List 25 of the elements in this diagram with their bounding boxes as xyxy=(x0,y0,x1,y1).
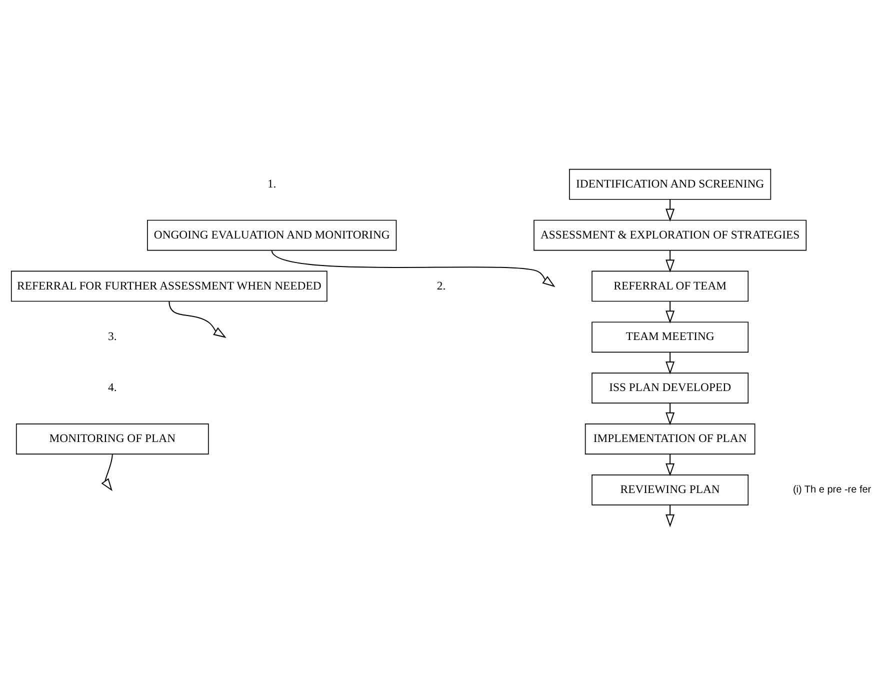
node-box: ONGOING EVALUATION AND MONITORING xyxy=(147,219,397,250)
arrow xyxy=(666,198,675,222)
node-box: ISS PLAN DEVELOPED xyxy=(592,372,749,404)
arrow xyxy=(666,402,675,425)
node-box: REFERRAL OF TEAM xyxy=(592,270,749,302)
label: 3. xyxy=(108,330,117,343)
label: 1. xyxy=(267,176,276,190)
node-box: IDENTIFICATION AND SCREENING xyxy=(569,168,772,200)
arrow xyxy=(271,249,556,287)
arrow xyxy=(168,300,226,338)
node-box: REFERRAL FOR FURTHER ASSESSMENT WHEN NEEDED xyxy=(10,270,328,302)
arrow xyxy=(666,300,675,323)
label: (i) Th e pre -re fer xyxy=(792,484,872,496)
node-box: ASSESSMENT & EXPLORATION OF STRATEGIES xyxy=(534,219,807,250)
node-box: IMPLEMENTATION OF PLAN xyxy=(584,423,756,454)
node-box: REVIEWING PLAN xyxy=(592,474,749,505)
arrow xyxy=(666,453,675,476)
label: 4. xyxy=(108,380,117,394)
arrow xyxy=(666,504,675,527)
arrow xyxy=(666,351,675,374)
node-box: MONITORING OF PLAN xyxy=(16,423,209,454)
arrow xyxy=(101,453,113,491)
node-box: TEAM MEETING xyxy=(592,321,749,352)
label: 2. xyxy=(436,278,446,292)
arrow xyxy=(666,249,675,272)
